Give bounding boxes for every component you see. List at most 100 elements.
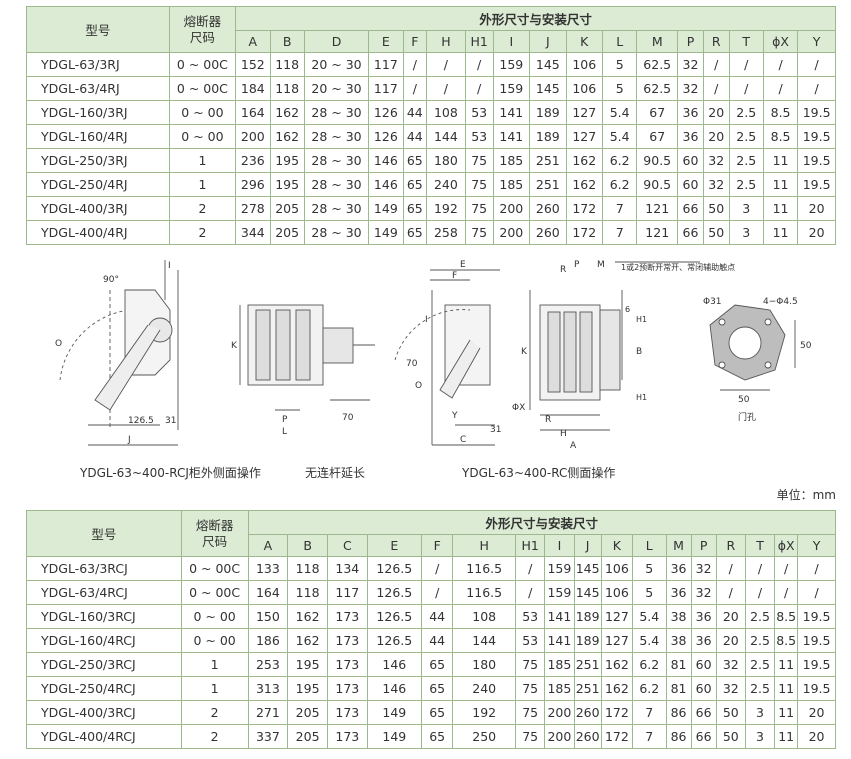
- dimension-cell: /: [715, 556, 746, 581]
- dimension-cell: 11: [774, 676, 799, 701]
- dimension-cell: 20: [702, 124, 730, 149]
- dimension-cell: 5.4: [632, 604, 667, 629]
- dimension-cell: 146: [368, 148, 404, 173]
- dimension-cell: 149: [368, 220, 404, 245]
- dimension-cell: 344: [235, 220, 271, 245]
- dimension-cell: 173: [326, 724, 368, 749]
- dimension-cell: 19.5: [797, 172, 836, 197]
- dimension-cell: 66: [690, 724, 717, 749]
- dimension-cell: 195: [287, 652, 328, 677]
- dimension-cell: /: [515, 580, 546, 605]
- dimension-cell: 11: [762, 172, 799, 197]
- model-cell: YDGL-63/3RCJ: [26, 556, 182, 581]
- dimension-cell: 8.5: [774, 604, 799, 629]
- dimension-cell: /: [744, 556, 776, 581]
- dimension-cell: /: [702, 52, 730, 77]
- dimension-cell: 11: [762, 196, 799, 221]
- svg-text:Y: Y: [451, 411, 458, 421]
- dimension-cell: 162: [565, 172, 604, 197]
- dimension-cell: 173: [326, 700, 368, 725]
- dimension-cell: 127: [565, 100, 604, 125]
- dimension-cell: 53: [515, 628, 546, 653]
- column-header-d: D: [303, 30, 370, 53]
- dimension-cell: 172: [600, 724, 634, 749]
- dimension-cell: 20: [797, 196, 836, 221]
- dimension-cell: /: [744, 580, 776, 605]
- caption-no-extension: 无连杆延长: [305, 466, 366, 480]
- svg-text:H1: H1: [636, 393, 647, 402]
- dimension-cell: 164: [235, 100, 271, 125]
- dimension-cell: 20: [797, 724, 836, 749]
- dimension-cell: /: [728, 52, 764, 77]
- svg-text:Φ31: Φ31: [703, 297, 722, 307]
- dimension-cell: 162: [269, 100, 305, 125]
- dimension-cell: 53: [464, 100, 494, 125]
- fuse-size-cell: 1: [180, 652, 249, 677]
- dimension-cell: 36: [677, 100, 704, 125]
- svg-text:F: F: [452, 271, 457, 281]
- dimension-cell: 75: [464, 172, 494, 197]
- dimension-cell: 75: [515, 700, 546, 725]
- svg-text:R: R: [560, 265, 566, 275]
- dimension-cell: 2.5: [728, 100, 764, 125]
- dimension-cell: 146: [366, 652, 423, 677]
- dimension-cell: 86: [665, 724, 692, 749]
- dimension-cell: 20: [715, 628, 746, 653]
- dimension-cell: 180: [426, 148, 466, 173]
- dimension-cell: 20 ~ 30: [303, 52, 370, 77]
- dimension-cell: 126.5: [366, 628, 423, 653]
- fuse-size-header: 熔断器 尺码: [168, 6, 237, 53]
- svg-text:50: 50: [800, 341, 812, 351]
- dimension-cell: 251: [529, 148, 567, 173]
- dimension-cell: 20: [797, 700, 836, 725]
- column-header-r: R: [702, 30, 730, 53]
- model-cell: YDGL-160/3RJ: [26, 100, 170, 125]
- model-cell: YDGL-160/4RCJ: [26, 628, 182, 653]
- dimension-cell: /: [762, 76, 799, 101]
- dimension-cell: 127: [600, 604, 634, 629]
- dimension-cell: /: [464, 76, 494, 101]
- dimension-cell: 66: [677, 196, 704, 221]
- dimension-cell: 36: [665, 556, 692, 581]
- dimension-cell: 36: [677, 124, 704, 149]
- dimension-cell: 44: [402, 124, 428, 149]
- svg-text:50: 50: [738, 395, 750, 405]
- dimension-cell: 19.5: [797, 604, 836, 629]
- dimension-cell: 134: [326, 556, 368, 581]
- column-header-c: C: [326, 534, 368, 557]
- dimension-cell: 200: [544, 724, 575, 749]
- column-header-j: J: [529, 30, 567, 53]
- dimension-cell: 32: [690, 580, 717, 605]
- dimension-cell: 185: [492, 172, 531, 197]
- dimension-cell: /: [464, 52, 494, 77]
- svg-text:90°: 90°: [103, 275, 119, 285]
- dimension-cell: 65: [402, 148, 428, 173]
- dimension-cell: 65: [402, 172, 428, 197]
- svg-text:6: 6: [625, 305, 630, 314]
- column-header-h1: H1: [464, 30, 494, 53]
- dimension-cell: 106: [600, 580, 634, 605]
- svg-text:I: I: [168, 261, 171, 271]
- dimension-cell: 162: [269, 124, 305, 149]
- dimension-cell: 67: [636, 100, 679, 125]
- dimension-cell: 19.5: [797, 652, 836, 677]
- dimension-cell: 32: [715, 652, 746, 677]
- dimension-cell: 3: [728, 220, 764, 245]
- dimension-cell: 159: [492, 76, 531, 101]
- dimension-cell: 81: [665, 676, 692, 701]
- dimension-cell: 192: [426, 196, 466, 221]
- dimension-cell: 250: [452, 724, 517, 749]
- dimension-cell: 90.5: [636, 148, 679, 173]
- dimension-cell: 189: [573, 604, 602, 629]
- dimension-cell: 195: [269, 148, 305, 173]
- dimension-cell: 65: [420, 676, 454, 701]
- dimension-cell: 5: [632, 556, 667, 581]
- model-cell: YDGL-250/3RCJ: [26, 652, 182, 677]
- model-cell: YDGL-160/3RCJ: [26, 604, 182, 629]
- column-header-b: B: [287, 534, 328, 557]
- column-header-phix: ϕX: [774, 534, 799, 557]
- dimension-cell: 186: [247, 628, 289, 653]
